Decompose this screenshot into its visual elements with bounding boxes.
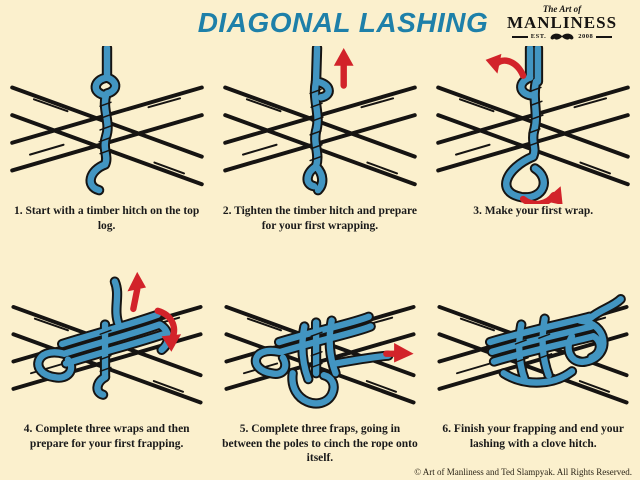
red-arrow-curl-bottom [520, 186, 563, 204]
step-panel-1: 1. Start with a timber hitch on the top … [6, 46, 208, 258]
logo-name: MANLINESS [506, 13, 618, 32]
step-caption-4: 4. Complete three wraps and then prepare… [23, 423, 190, 450]
rope-tightened-hitch [302, 46, 334, 196]
step-panel-2: 2. Tighten the timber hitch and prepare … [219, 46, 421, 258]
red-arrow-up [127, 271, 146, 313]
illustration-step-4 [11, 271, 203, 405]
step-panel-6: 6. Finish your frapping and end your las… [432, 258, 634, 476]
rope-timber-hitch [85, 46, 120, 196]
logo-year: 2008 [578, 33, 594, 40]
step-caption-2: 2. Tighten the timber hitch and prepare … [222, 205, 417, 232]
manliness-logo: The Art of MANLINESS EST. 2008 [496, 5, 628, 41]
logo-rule-left [511, 35, 528, 38]
illustration-step-5 [224, 305, 416, 409]
red-arrow-right [383, 343, 414, 363]
rope-three-wraps [32, 276, 173, 400]
illustration-step-3 [436, 46, 631, 204]
illustration-step-6 [437, 294, 629, 405]
step-caption-6: 6. Finish your frapping and end your las… [442, 423, 625, 450]
step-panel-3: 3. Make your first wrap. [433, 46, 633, 258]
steps-grid: 1. Start with a timber hitch on the top … [0, 46, 640, 476]
red-arrow-curl-top [485, 53, 527, 79]
rope-three-fraps [250, 311, 394, 409]
step-caption-3: 3. Make your first wrap. [473, 205, 594, 217]
page-title: DIAGONAL LASHING [197, 7, 489, 38]
logo-established-row: EST. 2008 [496, 32, 628, 41]
illustration-step-2 [223, 46, 417, 196]
step-panel-5: 5. Complete three fraps, going in betwee… [219, 258, 421, 476]
step-panel-4: 4. Complete three wraps and then prepare… [6, 258, 208, 476]
logo-tagline: The Art of [542, 4, 582, 14]
red-arrow-curve-right [154, 307, 181, 352]
mustache-icon [550, 33, 574, 40]
red-arrow-up [333, 47, 354, 89]
logo-rule-right [596, 35, 613, 38]
illustration-step-1 [9, 46, 204, 196]
logo-est: EST. [530, 33, 547, 40]
step-caption-5: 5. Complete three fraps, going in betwee… [222, 423, 418, 465]
copyright: © Art of Manliness and Ted Slampyak. All… [414, 467, 632, 477]
step-caption-1: 1. Start with a timber hitch on the top … [13, 205, 200, 232]
rope-finished-lashing [485, 294, 627, 388]
